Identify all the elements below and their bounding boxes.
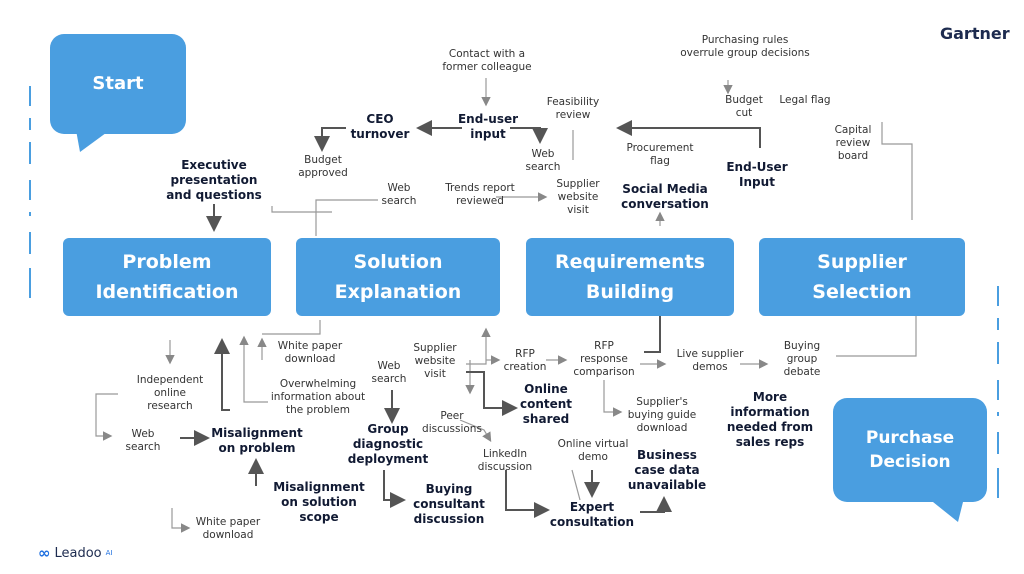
purchase-decision-label: Purchase Decision [833, 398, 987, 502]
event-expert-consultation: Expert consultation [549, 500, 635, 529]
label-web-search-1: Web search [525, 148, 561, 173]
phase-solution-explanation: Solution Explanation [296, 238, 500, 316]
event-online-content: Online content shared [519, 382, 573, 426]
label-budget-approved: Budget approved [298, 154, 348, 179]
label-feasibility-review: Feasibility review [546, 96, 600, 121]
gartner-logo: Gartner [940, 24, 1010, 43]
start-label: Start [50, 34, 186, 134]
event-end-user-input: End-user input [457, 112, 519, 141]
label-web-search-2: Web search [381, 182, 417, 207]
label-budget-cut: Budget cut [725, 94, 763, 119]
infinity-icon: ∞ [38, 544, 51, 562]
event-business-case: Business case data unavailable [627, 448, 707, 492]
event-executive-presentation: Executive presentation and questions [166, 158, 262, 202]
label-buying-group-debate: Buying group debate [783, 340, 821, 378]
label-peer-discussions: Peer discussions [422, 410, 482, 435]
phase-problem-identification: Problem Identification [63, 238, 271, 316]
label-web-search-4: Web search [125, 428, 161, 453]
end-callout-tail [928, 498, 964, 522]
event-social-media: Social Media conversation [621, 182, 709, 211]
label-online-virtual-demo: Online virtual demo [557, 438, 629, 463]
event-group-diagnostic: Group diagnostic deployment [347, 422, 429, 466]
phase-supplier-selection: Supplier Selection [759, 238, 965, 316]
event-buying-consultant: Buying consultant discussion [413, 482, 485, 526]
label-legal-flag: Legal flag [779, 94, 831, 106]
leadoo-logo: ∞ Leadoo AI [38, 544, 113, 562]
label-supplier-website-1: Supplier website visit [556, 178, 600, 216]
label-supplier-website-2: Supplier website visit [413, 342, 457, 380]
event-ceo-turnover: CEO turnover [350, 112, 410, 141]
label-white-paper-2: White paper download [195, 516, 261, 541]
label-rfp-comparison: RFP response comparison [573, 340, 635, 378]
leadoo-wordmark: Leadoo [54, 545, 102, 561]
label-live-demos: Live supplier demos [676, 348, 744, 373]
event-more-information: More information needed from sales reps [726, 390, 814, 449]
label-independent-research: Independent online research [136, 374, 204, 412]
label-procurement-flag: Procurement flag [626, 142, 694, 167]
leadoo-ai-mark: AI [105, 549, 113, 557]
label-purchasing-rules: Purchasing rules overrule group decision… [680, 34, 810, 59]
label-contact-colleague: Contact with a former colleague [442, 48, 532, 73]
event-misalignment-problem: Misalignment on problem [211, 426, 303, 455]
label-capital-review: Capital review board [834, 124, 872, 162]
label-linkedin-discussion: LinkedIn discussion [477, 448, 533, 473]
event-misalignment-scope: Misalignment on solution scope [273, 480, 365, 524]
start-callout-tail [76, 130, 110, 152]
label-rfp-creation: RFP creation [503, 348, 547, 373]
label-web-search-3: Web search [371, 360, 407, 385]
label-overwhelming-info: Overwhelming information about the probl… [270, 378, 366, 416]
label-supplier-buying-guide: Supplier's buying guide download [627, 396, 697, 434]
label-white-paper-1: White paper download [277, 340, 343, 365]
phase-requirements-building: Requirements Building [526, 238, 734, 316]
event-end-user-input-2: End-User Input [726, 160, 788, 189]
label-trends-report: Trends report reviewed [445, 182, 515, 207]
